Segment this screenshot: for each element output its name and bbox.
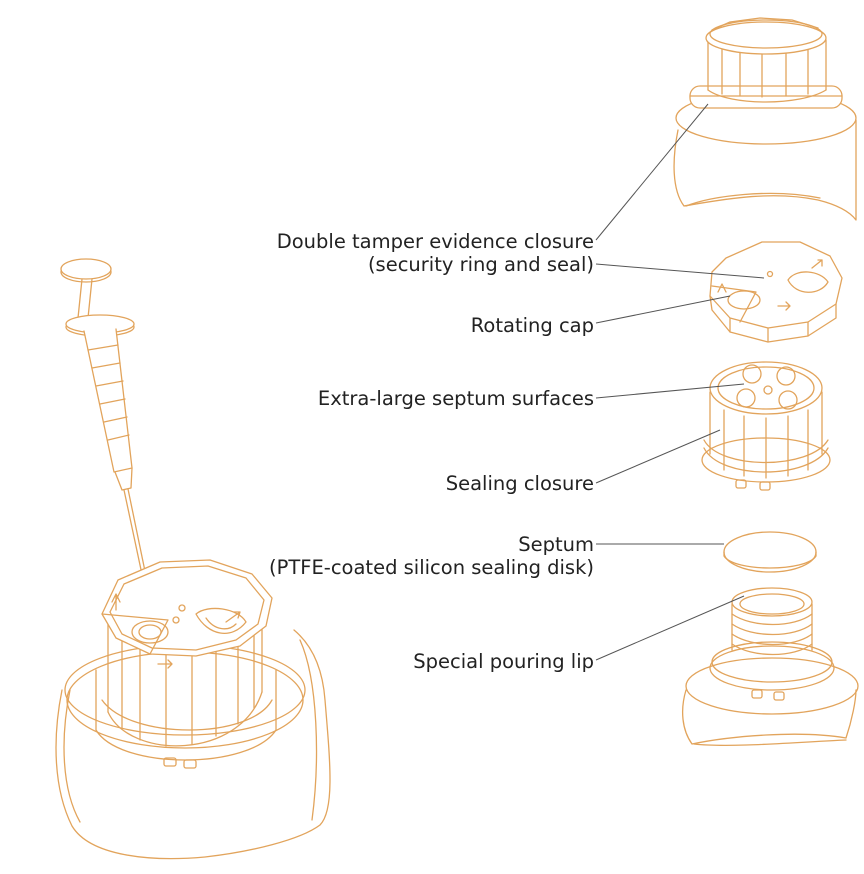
label-tamper-line2: (security ring and seal) bbox=[367, 253, 594, 276]
label-septum: Septum (PTFE-coated silicon sealing disk… bbox=[269, 533, 594, 579]
leader-rotating-cap bbox=[595, 295, 731, 324]
rotating-cap-part bbox=[709, 241, 843, 343]
septum-disk bbox=[723, 531, 817, 573]
leader-tamper-ring bbox=[595, 103, 709, 241]
label-septum-line1: Septum bbox=[518, 533, 594, 556]
leader-pouring-lip bbox=[595, 595, 745, 661]
leader-septum-surfaces bbox=[595, 383, 745, 399]
label-septum-surfaces: Extra-large septum surfaces bbox=[317, 387, 594, 410]
sealing-closure-part bbox=[701, 361, 831, 491]
assembled-bottle bbox=[55, 559, 331, 860]
label-rotating-cap: Rotating cap bbox=[470, 314, 594, 337]
leader-sealing-closure bbox=[595, 429, 721, 484]
closure-top-assembled bbox=[673, 17, 857, 221]
pouring-lip-bottle bbox=[681, 587, 859, 746]
syringe bbox=[60, 258, 160, 641]
label-pouring-lip: Special pouring lip bbox=[413, 650, 594, 673]
label-tamper-evidence: Double tamper evidence closure (security… bbox=[277, 230, 594, 276]
label-sealing-closure: Sealing closure bbox=[445, 472, 594, 495]
label-tamper-line1: Double tamper evidence closure bbox=[276, 230, 594, 253]
leader-tamper-seal bbox=[595, 263, 765, 279]
label-septum-line2: (PTFE-coated silicon sealing disk) bbox=[268, 556, 594, 579]
